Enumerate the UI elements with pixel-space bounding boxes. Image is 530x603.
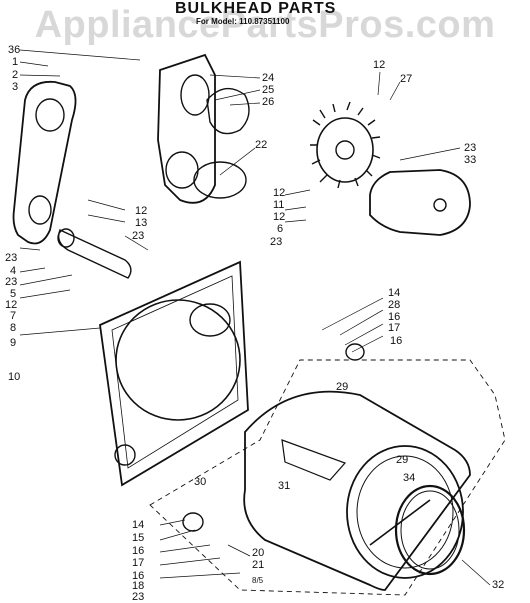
callout-12-b: 12 xyxy=(273,211,286,223)
callout-7: 7 xyxy=(10,310,17,322)
callout-17-right: 17 xyxy=(388,322,401,334)
callout-10: 10 xyxy=(8,371,21,383)
callout-11: 11 xyxy=(273,199,285,211)
model-number: For Model: 110.87351100 xyxy=(196,17,290,26)
callout-31: 31 xyxy=(278,480,291,492)
drum-baffle xyxy=(281,439,347,481)
front-lower-opening xyxy=(28,195,52,225)
callout-16-low-b: 16 xyxy=(132,570,145,582)
callout-2: 2 xyxy=(12,69,19,81)
callout-23-front: 23 xyxy=(5,252,18,264)
drum-shell xyxy=(243,390,471,591)
callout-14-right: 14 xyxy=(388,287,401,299)
air-duct xyxy=(157,53,216,204)
callout-22: 22 xyxy=(255,139,268,151)
callout-12-heater: 12 xyxy=(135,205,148,217)
callout-28: 28 xyxy=(388,299,401,311)
bulkhead-hole xyxy=(114,444,136,466)
duct-seal-top xyxy=(206,87,250,135)
callout-23-housing: 23 xyxy=(464,142,477,154)
callout-6: 6 xyxy=(277,223,284,235)
callout-17-low: 17 xyxy=(132,557,145,569)
callout-29-drum: 29 xyxy=(396,454,409,466)
callout-23-low: 23 xyxy=(5,276,18,288)
page-mark: 8/5 xyxy=(252,576,264,585)
blower-wheel xyxy=(316,117,374,183)
callout-26: 26 xyxy=(262,96,275,108)
callout-32: 32 xyxy=(492,579,505,591)
callout-14-low: 14 xyxy=(132,519,145,531)
duct-opening xyxy=(165,151,199,189)
callout-16-right-b: 16 xyxy=(390,335,403,347)
duct-seal-ring xyxy=(193,161,247,199)
callout-8: 8 xyxy=(10,322,17,334)
callout-18: 18 xyxy=(132,580,145,592)
callout-20: 20 xyxy=(252,547,265,559)
callout-27: 27 xyxy=(400,73,413,85)
callout-21: 21 xyxy=(252,559,265,571)
callout-1: 1 xyxy=(12,56,19,68)
bulkhead-inner xyxy=(111,275,239,469)
front-lint-opening xyxy=(35,98,65,132)
heater-element xyxy=(57,229,132,279)
callout-23-bottom: 23 xyxy=(132,591,145,603)
callout-23-mid: 23 xyxy=(270,236,283,248)
callout-4: 4 xyxy=(10,265,17,277)
callout-24: 24 xyxy=(262,72,275,84)
idler-roller xyxy=(345,343,365,361)
bulkhead-opening xyxy=(115,299,241,421)
blower-housing xyxy=(369,169,471,236)
callout-36: 36 xyxy=(8,44,21,56)
callout-12-low: 12 xyxy=(5,299,18,311)
page-title: BULKHEAD PARTS xyxy=(175,0,337,17)
bulkhead-vent xyxy=(189,303,231,337)
callout-9: 9 xyxy=(10,337,17,349)
callout-15: 15 xyxy=(132,532,145,544)
callout-12-a: 12 xyxy=(273,187,286,199)
callout-3: 3 xyxy=(12,81,19,93)
callout-16-low: 16 xyxy=(132,545,145,557)
callout-29-top: 29 xyxy=(336,381,349,393)
bulkhead-panel xyxy=(99,260,249,487)
duct-vent-top xyxy=(180,74,210,116)
callout-16-right: 16 xyxy=(388,311,401,323)
callout-30: 30 xyxy=(194,476,207,488)
drum-front-opening xyxy=(346,445,464,579)
callout-25: 25 xyxy=(262,84,275,96)
drum-seal xyxy=(394,484,466,576)
callout-33: 33 xyxy=(464,154,477,166)
callout-13: 13 xyxy=(135,217,148,229)
callout-5: 5 xyxy=(10,288,17,300)
callout-23-heater: 23 xyxy=(132,230,145,242)
callout-12-blower: 12 xyxy=(373,59,386,71)
watermark: AppliancePartsPros.com xyxy=(34,4,496,46)
drum-dashed-boundary xyxy=(149,359,506,596)
callout-34: 34 xyxy=(403,472,416,484)
front-panel xyxy=(12,80,77,245)
drum-roller xyxy=(182,512,204,532)
